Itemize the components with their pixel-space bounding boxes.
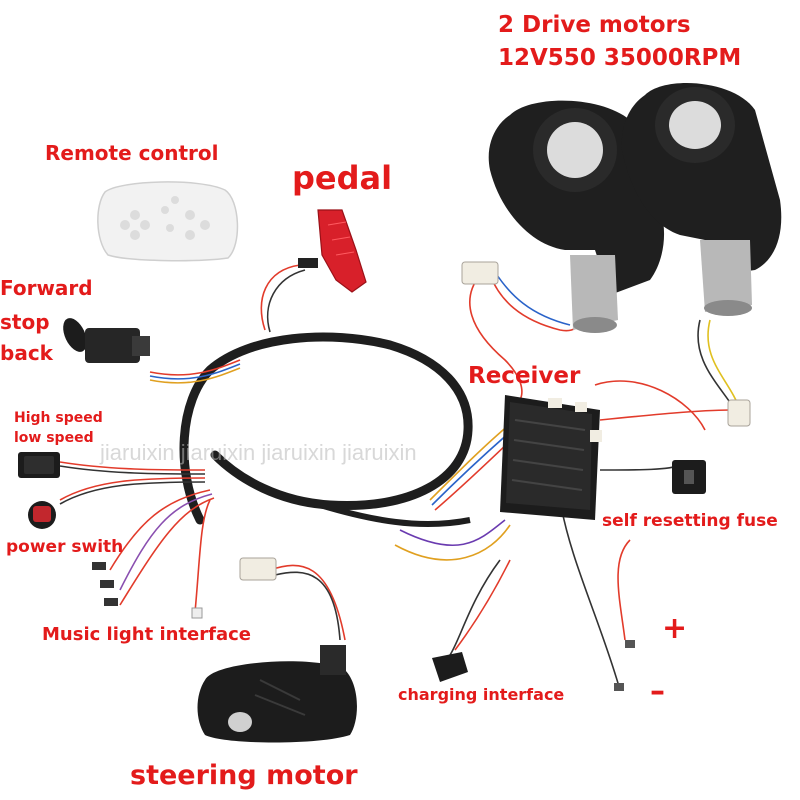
steering-motor-label: steering motor (130, 760, 358, 791)
drive-motor-right (621, 83, 782, 316)
high-speed-label: High speed (14, 410, 103, 426)
watermark: jiaruixin jiaruixin jiaruixin jiaruixin (100, 440, 417, 465)
drive-motors-title: 2 Drive motors (498, 12, 691, 38)
connector-left (239, 557, 277, 581)
connector-motor-right (727, 399, 751, 427)
power-switch-device (28, 501, 56, 529)
fuse-device (672, 460, 706, 494)
gear-switch-device (63, 318, 150, 363)
remote-control-label: Remote control (45, 141, 219, 165)
drive-motors-spec: 12V550 35000RPM (498, 45, 742, 71)
music-light-interface-label: Music light interface (42, 624, 251, 645)
steering-motor-device (197, 645, 357, 743)
stop-label: stop (0, 310, 50, 334)
charging-interface-device (432, 652, 468, 682)
plus-terminal-label: + (662, 611, 688, 646)
power-switch-label: power swith (6, 537, 124, 557)
connector-motor-left (461, 261, 499, 285)
fuse-label: self resetting fuse (602, 511, 778, 531)
receiver-label: Receiver (468, 363, 581, 389)
forward-label: Forward (0, 276, 93, 300)
pedal-device (298, 209, 367, 293)
charging-interface-label: charging interface (398, 685, 565, 704)
low-speed-label: low speed (14, 430, 94, 446)
back-label: back (0, 341, 53, 365)
speed-switch-device (18, 452, 60, 478)
pedal-label: pedal (292, 159, 393, 197)
music-light-connectors (92, 562, 203, 619)
remote-control-device (97, 181, 239, 262)
receiver-box (500, 395, 602, 520)
minus-terminal-label: – (650, 674, 665, 709)
drive-motor-left (488, 100, 665, 333)
